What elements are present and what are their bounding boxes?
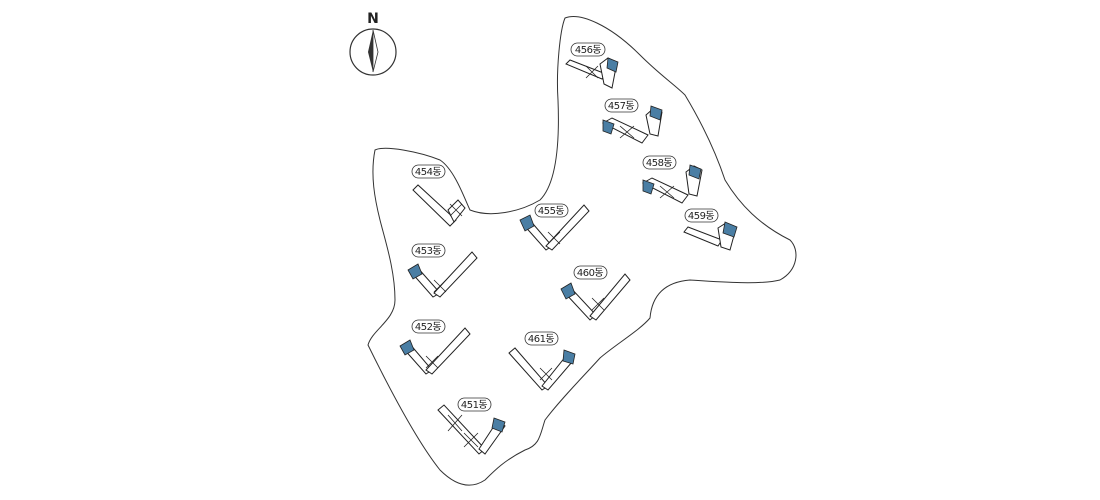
building-457[interactable]: 457동 xyxy=(601,98,663,144)
building-label: 460동 xyxy=(577,267,604,279)
building-label: 452동 xyxy=(415,321,442,333)
building-label: 458동 xyxy=(646,157,673,169)
building-label: 461동 xyxy=(528,333,555,345)
building-label: 454동 xyxy=(415,166,442,178)
building-454[interactable]: 454동 xyxy=(411,164,466,227)
building-label: 455동 xyxy=(538,205,565,217)
building-459[interactable]: 459동 xyxy=(683,208,738,251)
site-boundary xyxy=(367,16,797,486)
building-452[interactable]: 452동 xyxy=(399,319,471,375)
building-label: 459동 xyxy=(688,210,715,222)
building-label: 456동 xyxy=(575,44,602,56)
building-label: 457동 xyxy=(608,100,635,112)
north-arrow-icon: N xyxy=(349,11,397,76)
building-456[interactable]: 456동 xyxy=(565,42,619,89)
building-451[interactable]: 451동 xyxy=(437,397,506,455)
building-453[interactable]: 453동 xyxy=(407,243,478,298)
building-460[interactable]: 460동 xyxy=(560,265,631,321)
north-label: N xyxy=(367,11,379,27)
building-label: 451동 xyxy=(461,399,488,411)
building-458[interactable]: 458동 xyxy=(641,155,703,204)
building-461[interactable]: 461동 xyxy=(508,331,576,391)
building-455[interactable]: 455동 xyxy=(519,203,590,251)
building-label: 453동 xyxy=(415,245,442,257)
